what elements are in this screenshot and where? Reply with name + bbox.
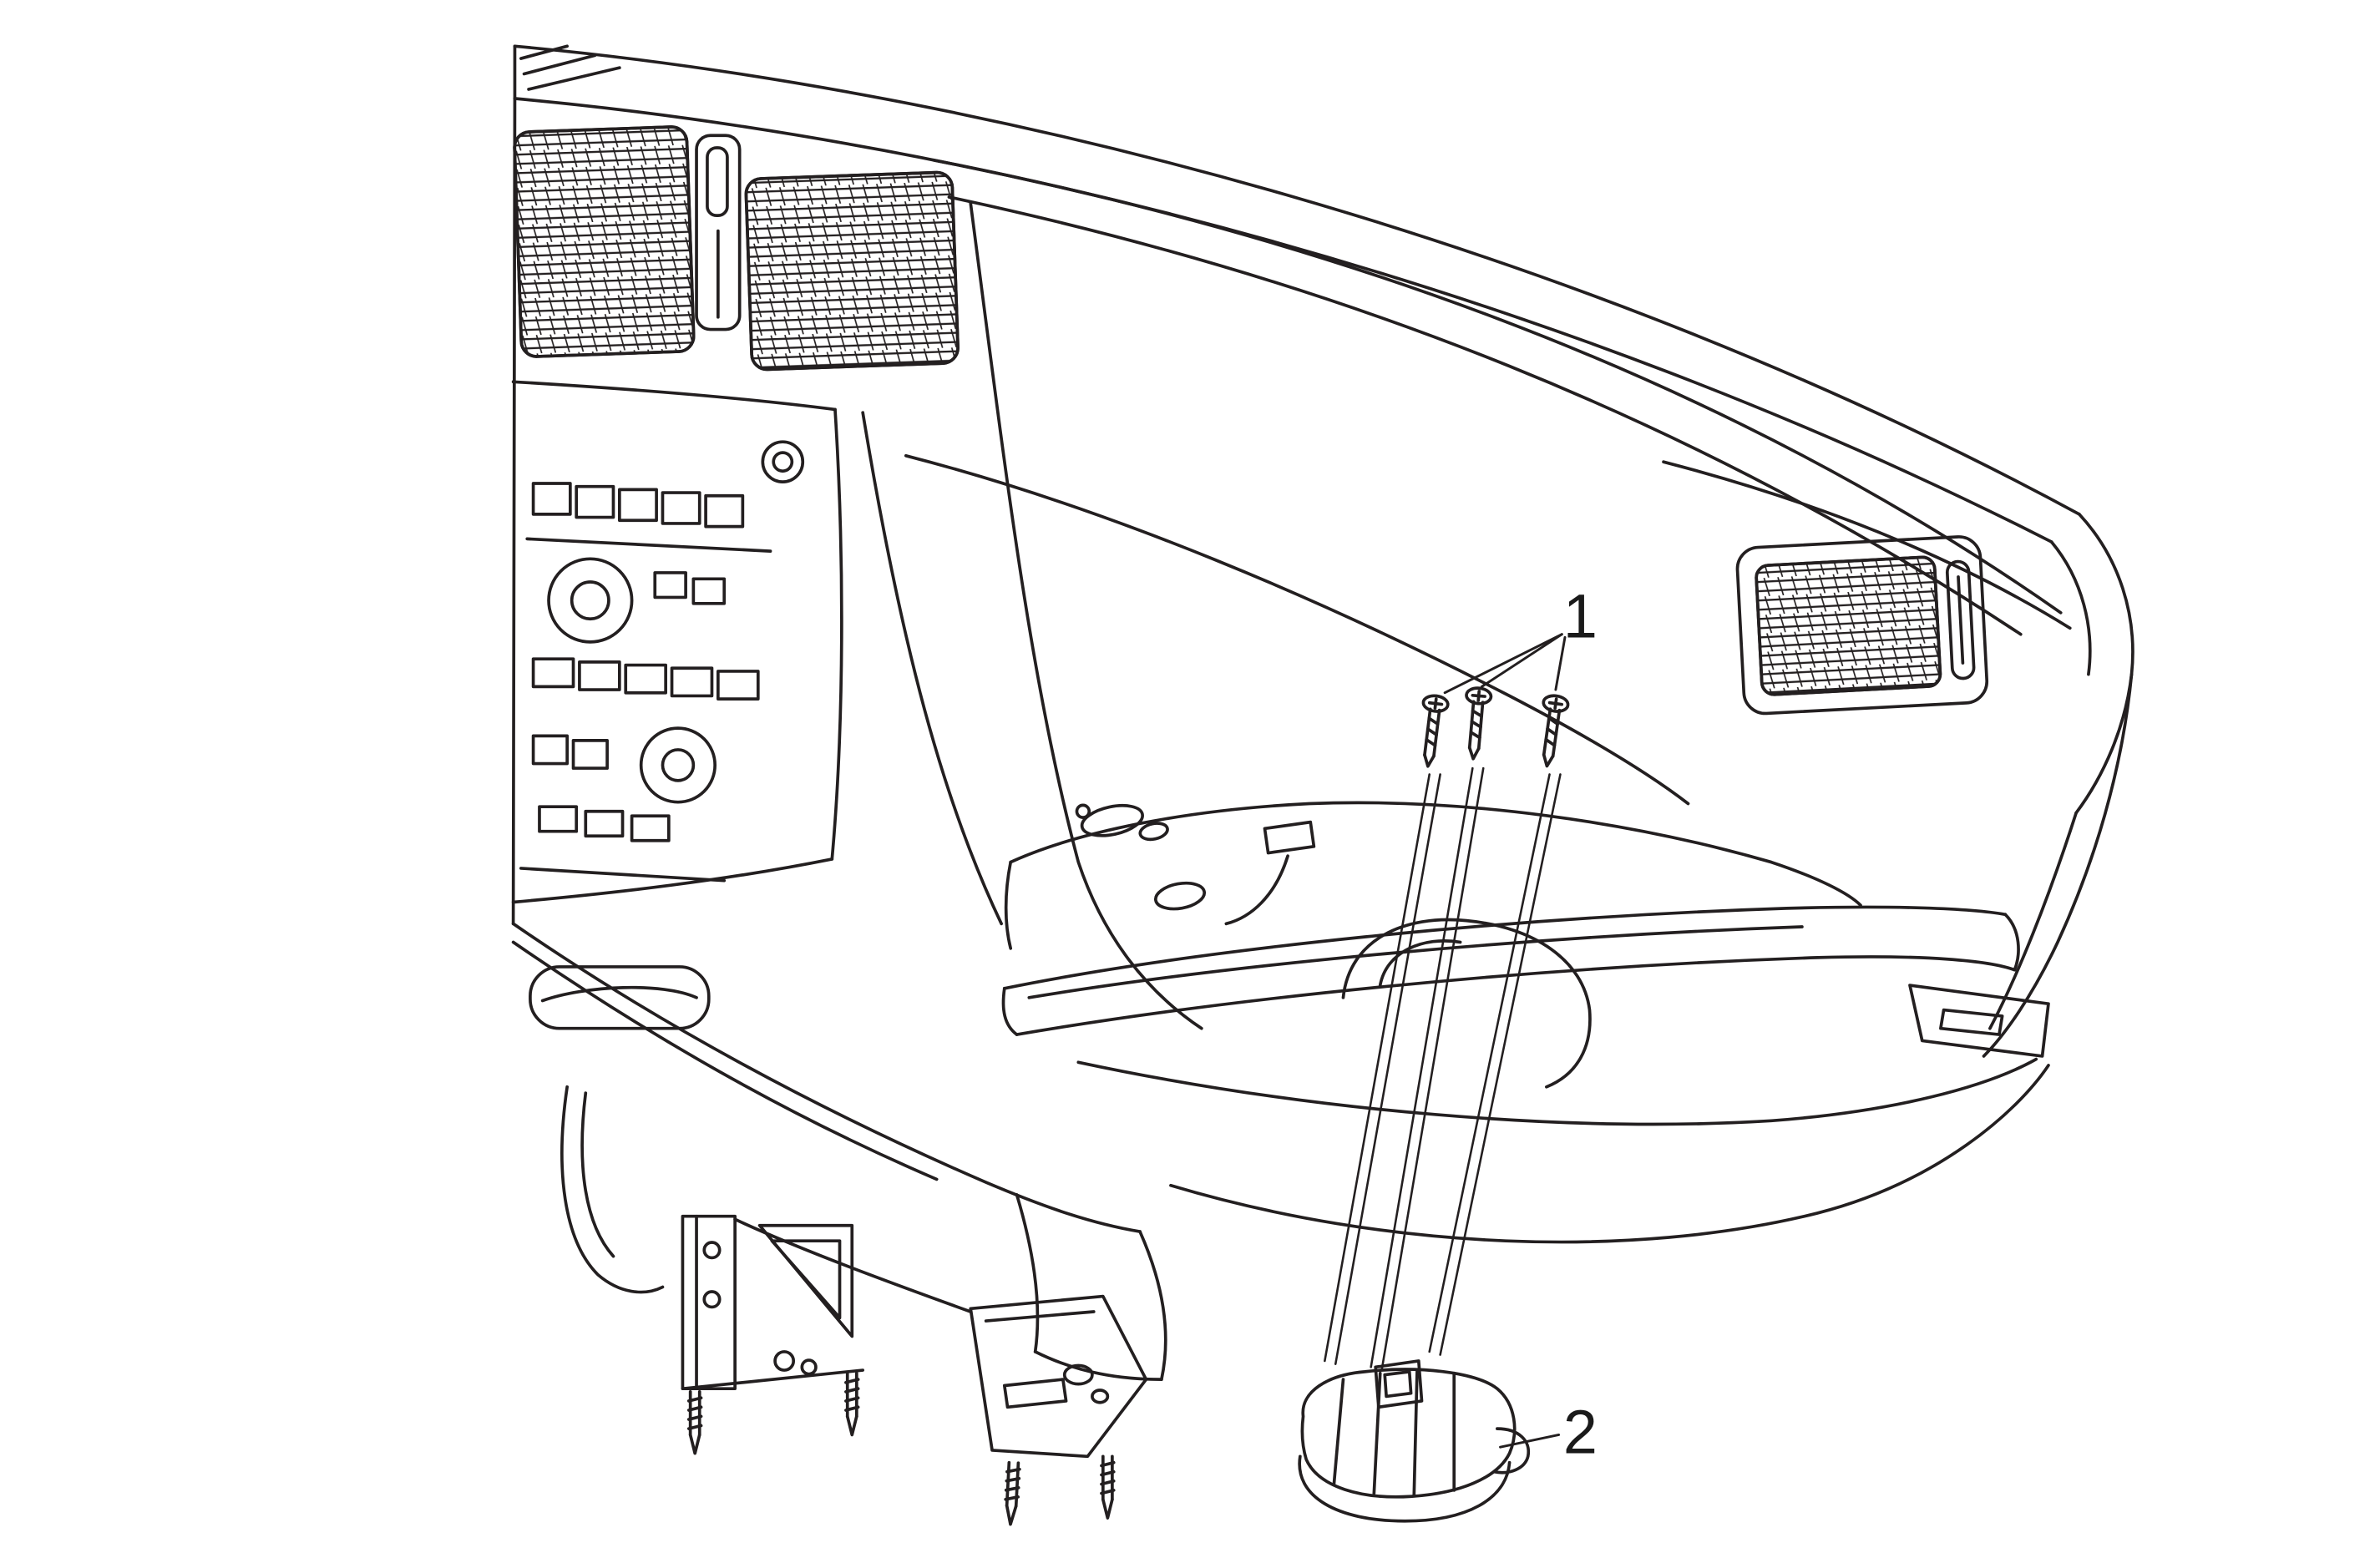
lower-mounting-brackets — [681, 1214, 1148, 1526]
glove-box — [1001, 801, 2050, 1244]
center-air-vents — [513, 125, 960, 372]
dash-top-outline — [511, 44, 2134, 1058]
callout-1-label: 1 — [1563, 581, 1598, 650]
callout-2: 2 — [1499, 1398, 1598, 1467]
passenger-air-vent — [1735, 535, 1989, 716]
callout-2-label: 2 — [1563, 1398, 1598, 1467]
radio-small-knob — [761, 440, 805, 483]
screw-icon — [1414, 692, 1451, 770]
screw-icon — [1532, 692, 1571, 770]
screws-item-1 — [1324, 685, 1571, 1372]
glove-box-door — [1002, 905, 2008, 990]
vent-divider — [695, 134, 742, 331]
module-item-2 — [1298, 1359, 1531, 1523]
mounting-stud — [1100, 1454, 1116, 1520]
screw-icon — [1459, 685, 1494, 761]
mounting-stud — [1002, 1460, 1022, 1526]
dash-pull-pocket — [529, 965, 711, 1030]
radio-tune-knob — [639, 726, 717, 804]
radio-head-unit — [511, 380, 843, 904]
vent-thumbwheel — [1945, 559, 1976, 680]
callout-2-leader — [1499, 1434, 1561, 1449]
callout-1-leaders — [1443, 633, 1567, 695]
mounting-stud — [844, 1371, 860, 1437]
fastener-axis-lines — [1324, 766, 1562, 1372]
callout-1: 1 — [1443, 581, 1598, 695]
radio-volume-knob — [547, 557, 634, 644]
mounting-stud — [686, 1390, 703, 1455]
